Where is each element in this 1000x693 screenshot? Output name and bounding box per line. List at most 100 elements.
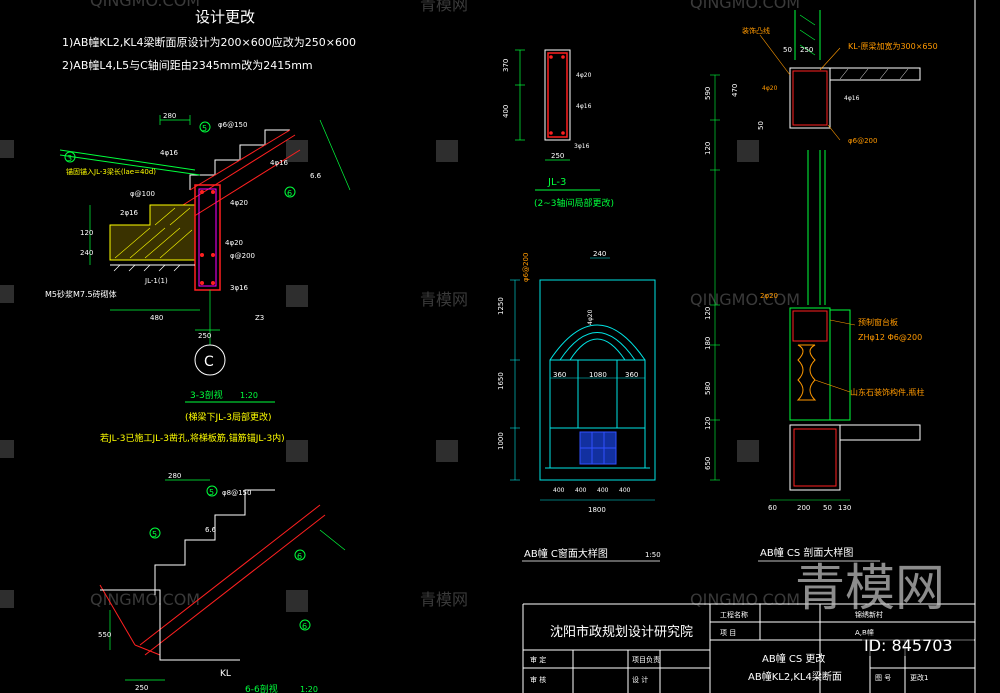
dim-label: 590 bbox=[704, 87, 712, 100]
rebar-label: φ8@150 bbox=[222, 489, 251, 497]
brand-watermark-text: 青模网 bbox=[795, 559, 945, 617]
callout-beam-widen: KL-原梁加宽为300×650 bbox=[848, 41, 938, 51]
ref-circle-6: 6 bbox=[287, 189, 292, 198]
rebar-label: 4φ20 bbox=[230, 199, 248, 207]
dim-label: 370 bbox=[502, 59, 510, 72]
wall-section: 590 470 50 120 120 180 580 120 650 50 25… bbox=[704, 10, 938, 562]
rebar-label: 4φ20 bbox=[225, 239, 243, 247]
dim-label: 1650 bbox=[497, 372, 505, 390]
dim-label: 120 bbox=[704, 142, 712, 155]
section-scale: 1:20 bbox=[240, 391, 258, 400]
rebar-label: 2φ20 bbox=[760, 292, 778, 300]
lead-label: 项目负责 bbox=[632, 655, 660, 664]
section-title: AB幢 CS 剖面大样图 bbox=[760, 546, 853, 559]
dim-label: 470 bbox=[731, 84, 739, 97]
rebar-label: φ@200 bbox=[230, 252, 255, 260]
note-2: 2)AB幢L4,L5与C轴间距由2345mm改为2415mm bbox=[62, 58, 313, 72]
rebar-label: 4φ16 bbox=[844, 95, 860, 102]
dim-label: 120 bbox=[704, 307, 712, 320]
dim-label: 280 bbox=[163, 112, 176, 120]
watermark-text: QINGMO.COM bbox=[690, 0, 800, 12]
rebar-label: 2φ16 bbox=[120, 209, 139, 217]
callout-stone-baluster: 山东石装饰构件,瓶柱 bbox=[850, 387, 925, 397]
ref-circle-5: 5 bbox=[152, 530, 157, 539]
dim-label: 250 bbox=[800, 46, 813, 54]
rebar-label: 3φ16 bbox=[574, 143, 590, 150]
dim-label: 120 bbox=[80, 229, 93, 237]
sheet-label: 图 号 bbox=[875, 674, 891, 682]
watermark-text: QINGMO.COM bbox=[90, 590, 200, 609]
section-note-2: 若JL-3已施工JL-3凿孔,将梯板筋,锚筋锚JL-3内) bbox=[100, 432, 285, 444]
rebar-label: 3φ16 bbox=[230, 284, 249, 292]
ref-circle-3: 3 bbox=[67, 154, 72, 163]
dim-label: 6.6 bbox=[205, 526, 217, 534]
design-change-notes: 设计更改 1)AB幢KL2,KL4梁断面原设计为200×600应改为250×60… bbox=[62, 8, 356, 72]
section-6-6: 5 5 6 6 280 550 250 φ8@150 6.6 KL 6-6剖视 … bbox=[98, 472, 346, 693]
watermark-text-cn: 青模网 bbox=[420, 290, 468, 309]
rebar-label: 4φ16 bbox=[270, 159, 289, 167]
rebar-label: φ@100 bbox=[130, 190, 155, 198]
dim-label: 50 bbox=[823, 504, 832, 512]
dim-label: 480 bbox=[150, 314, 163, 322]
sheet-title-2: AB幢KL2,KL4梁断面 bbox=[748, 670, 842, 683]
dim-label: 1080 bbox=[589, 371, 607, 379]
rebar-label: 4φ16 bbox=[160, 149, 179, 157]
brand-watermark: 青模网 ID: 845703 bbox=[795, 559, 974, 656]
section-title: 3-3剖视 bbox=[190, 389, 223, 401]
drawing-title: 设计更改 bbox=[195, 8, 255, 26]
rebar-label: φ6@200 bbox=[522, 253, 530, 282]
dim-label: 1000 bbox=[497, 432, 505, 450]
section-3-3: C 5 3 6 280 480 250 120 240 φ6@150 4φ16 … bbox=[45, 112, 351, 444]
section-title: AB幢 C窗面大样图 bbox=[524, 547, 608, 560]
dim-label: 360 bbox=[553, 371, 566, 379]
watermark-text: QINGMO.COM bbox=[690, 290, 800, 309]
sheet-value: 更改1 bbox=[910, 673, 928, 682]
review-label: 审 定 bbox=[530, 655, 546, 664]
ref-circle-6: 6 bbox=[297, 552, 302, 561]
rebar-label: 4φ16 bbox=[576, 103, 592, 110]
dim-label: 6.6 bbox=[310, 172, 322, 180]
callout-sill-rebar: ZHφ12 Φ6@200 bbox=[858, 333, 922, 342]
sheet-title-1: AB幢 CS 更改 bbox=[762, 652, 825, 665]
dim-label: 280 bbox=[168, 472, 181, 480]
rebar-label: 4φ20 bbox=[576, 72, 592, 79]
dim-label: 50 bbox=[757, 121, 765, 130]
dim-label: 1800 bbox=[588, 506, 606, 514]
dim-label: 400 bbox=[619, 487, 631, 494]
section-note: (2~3轴间局部更改) bbox=[534, 197, 614, 209]
beam-label: KL bbox=[220, 669, 231, 679]
rebar-label: φ6@150 bbox=[218, 121, 247, 129]
note-1: 1)AB幢KL2,KL4梁断面原设计为200×600应改为250×600 bbox=[62, 35, 356, 49]
dim-label: 200 bbox=[797, 504, 810, 512]
watermark-text-cn: 青模网 bbox=[420, 590, 468, 609]
section-title: JL-3 bbox=[547, 177, 566, 188]
ref-circle-5: 5 bbox=[202, 124, 207, 133]
dim-label: 550 bbox=[98, 631, 111, 639]
section-jl3: 370 400 250 4φ20 4φ16 3φ16 JL-3 (2~3轴间局部… bbox=[502, 49, 614, 209]
sheet-border bbox=[522, 0, 976, 693]
dim-label: 60 bbox=[768, 504, 777, 512]
check-label: 审 核 bbox=[530, 675, 546, 684]
ref-circle-5: 5 bbox=[209, 488, 214, 497]
beam-label: JL-1(1) bbox=[144, 277, 168, 285]
design-label: 设 计 bbox=[632, 675, 648, 684]
dim-label: 240 bbox=[593, 250, 606, 258]
callout-sill-board: 预制窗台板 bbox=[858, 317, 898, 327]
dim-label: 400 bbox=[575, 487, 587, 494]
dim-label: Z3 bbox=[255, 314, 264, 322]
dim-label: 1250 bbox=[497, 297, 505, 315]
title-block: 沈阳市政规划设计研究院 工程名称 锦绣新村 项 目 A,B幢 AB幢 CS 更改… bbox=[530, 610, 928, 684]
watermark-layer: QINGMO.COM 青模网 QINGMO.COM 青模网 QINGMO.COM… bbox=[0, 0, 800, 612]
dim-label: 130 bbox=[838, 504, 851, 512]
item-value: A,B幢 bbox=[855, 628, 874, 637]
dim-label: 360 bbox=[625, 371, 638, 379]
item-label: 项 目 bbox=[720, 629, 736, 637]
watermark-logo-icon bbox=[0, 140, 759, 612]
dim-label: 250 bbox=[135, 684, 148, 692]
section-title: 6-6剖视 bbox=[245, 683, 278, 693]
dim-label: 250 bbox=[198, 332, 211, 340]
dim-label: 250 bbox=[551, 152, 564, 160]
section-scale: 1:50 bbox=[645, 551, 661, 559]
watermark-text-cn: 青模网 bbox=[420, 0, 468, 14]
watermark-text: QINGMO.COM bbox=[90, 0, 200, 10]
